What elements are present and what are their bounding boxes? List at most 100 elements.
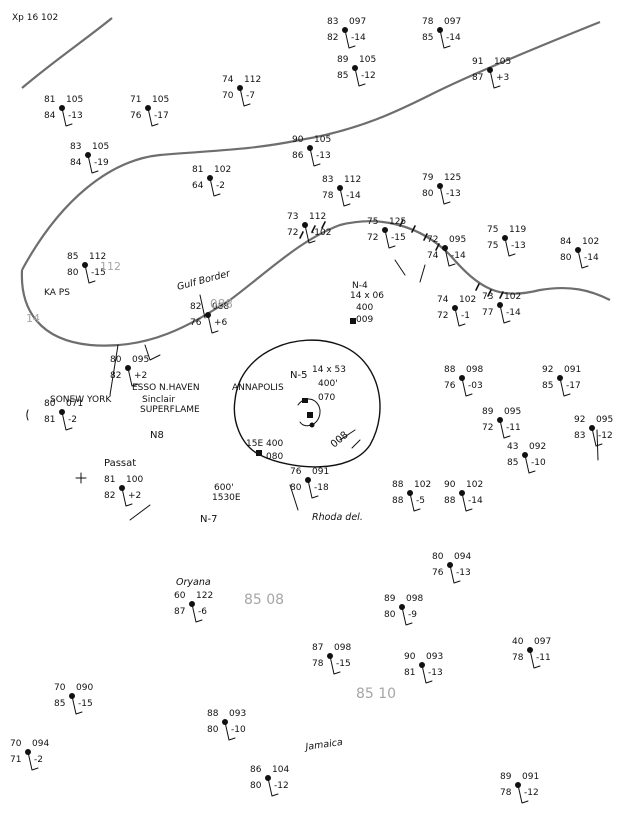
station-pressure: 102: [504, 292, 521, 302]
station-tendency: -18: [314, 483, 329, 493]
station-temp: 90: [444, 480, 456, 490]
station-pressure: 104: [272, 765, 289, 775]
wind-barb: [339, 187, 351, 207]
station-tendency: -11: [506, 423, 521, 433]
station-pressure: 105: [314, 135, 331, 145]
station-tendency: -14: [451, 251, 466, 261]
storm-pressure-008: 008: [329, 430, 351, 451]
station-pressure: 105: [152, 95, 169, 105]
place-jamaica: Jamaica: [303, 737, 344, 753]
wind-barb: [71, 695, 83, 715]
station-temp: 75: [487, 225, 498, 235]
station-dewpoint: 80: [422, 189, 434, 199]
station-pressure: 098: [466, 365, 483, 375]
station-temp: 40: [512, 637, 524, 647]
wind-barb: [354, 67, 366, 87]
wind-barb: [489, 69, 501, 89]
station-pressure: 094: [454, 552, 471, 562]
place-sonew-york: SONEW YORK: [50, 395, 112, 405]
header-note: Xp 16 102: [12, 13, 58, 23]
station-dewpoint: 72: [367, 233, 378, 243]
station-pressure: 097: [444, 17, 461, 27]
station-dewpoint: 88: [444, 496, 456, 506]
station-tendency: -1: [461, 311, 470, 321]
station-dewpoint: 78: [500, 788, 512, 798]
front-barb: [411, 225, 416, 233]
station-tendency: -13: [456, 568, 471, 578]
station-temp: 83: [327, 17, 338, 27]
place-superflame: SUPERFLAME: [140, 405, 200, 415]
station-tendency: -12: [361, 71, 376, 81]
front-barb: [475, 283, 480, 291]
station-dewpoint: 85: [337, 71, 348, 81]
wind-barb: [461, 492, 473, 512]
station-dewpoint: 83: [574, 431, 585, 441]
station-dewpoint: 77: [482, 308, 493, 318]
storm-press-1: 070: [318, 393, 335, 403]
station-temp: 88: [207, 709, 219, 719]
station-temp: 74: [222, 75, 234, 85]
place-ka-ps: KA PS: [44, 288, 70, 298]
station-pressure: 093: [426, 652, 443, 662]
station-pressure: 102: [582, 237, 599, 247]
station-tendency: -2: [68, 415, 77, 425]
station-temp: 80: [110, 355, 122, 365]
station-tendency: -15: [391, 233, 406, 243]
station-temp: 80: [432, 552, 444, 562]
pale-label: 088: [210, 297, 233, 311]
station-temp: 91: [472, 57, 483, 67]
station-pressure: 095: [132, 355, 149, 365]
station-pressure: 102: [459, 295, 476, 305]
station-dewpoint: 76: [130, 111, 142, 121]
station-tendency: -13: [511, 241, 526, 251]
station-tendency: -13: [316, 151, 331, 161]
station-pressure: 091: [312, 467, 329, 477]
station-dewpoint: 84: [70, 158, 82, 168]
front-barb: [399, 219, 404, 227]
wind-barb: [329, 655, 341, 675]
station-tendency: -17: [154, 111, 169, 121]
station-tendency: -9: [408, 610, 417, 620]
place-esso: ESSO N.HAVEN: [132, 383, 200, 393]
station-dewpoint: 82: [110, 371, 121, 381]
station-temp: 89: [384, 594, 396, 604]
station-dewpoint: 88: [392, 496, 404, 506]
pale-label: 112: [100, 260, 121, 273]
station-dewpoint: 82: [327, 33, 338, 43]
station-pressure: 122: [196, 591, 213, 601]
front-barb: [423, 233, 428, 241]
station-tendency: -13: [446, 189, 461, 199]
wind-barb: [591, 427, 603, 447]
storm-pos-3: 1530E: [212, 493, 241, 503]
station-pressure: 105: [359, 55, 376, 65]
wind-barb: [439, 29, 451, 49]
wind-barb: [421, 664, 433, 684]
station-pressure: 097: [349, 17, 366, 27]
pale-label: 85 08: [244, 592, 284, 608]
wind-barb: [344, 29, 356, 49]
station-temp: 78: [422, 17, 434, 27]
station-tendency: -12: [524, 788, 539, 798]
station-temp: 73: [287, 212, 298, 222]
wind-barb: [207, 314, 219, 334]
station-pressure: 088: [212, 302, 229, 312]
station-tendency: -15: [78, 699, 93, 709]
station-temp: 75: [367, 217, 378, 227]
station-tendency: -13: [428, 668, 443, 678]
station-tendency: +6: [214, 318, 228, 328]
